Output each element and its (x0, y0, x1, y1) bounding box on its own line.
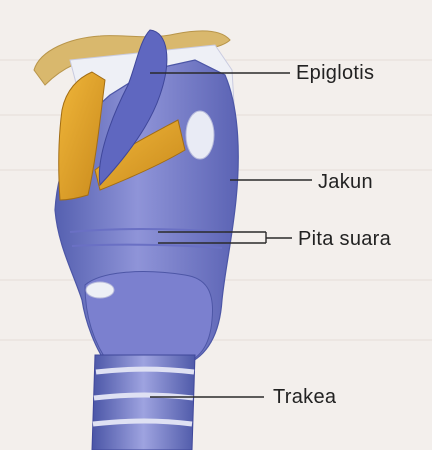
trachea (91, 354, 196, 450)
vocal-fold-shading (69, 228, 226, 249)
cartilage-highlight (185, 110, 215, 160)
label-jakun: Jakun (318, 171, 373, 193)
label-epiglotis: Epiglotis (296, 62, 375, 84)
label-pita-suara: Pita suara (298, 228, 392, 250)
cricoid-cartilage (84, 271, 214, 366)
thyroid-cartilage-left (58, 71, 106, 201)
leader-lines (150, 72, 312, 398)
label-trakea: Trakea (273, 386, 337, 408)
epiglottis (98, 29, 168, 187)
